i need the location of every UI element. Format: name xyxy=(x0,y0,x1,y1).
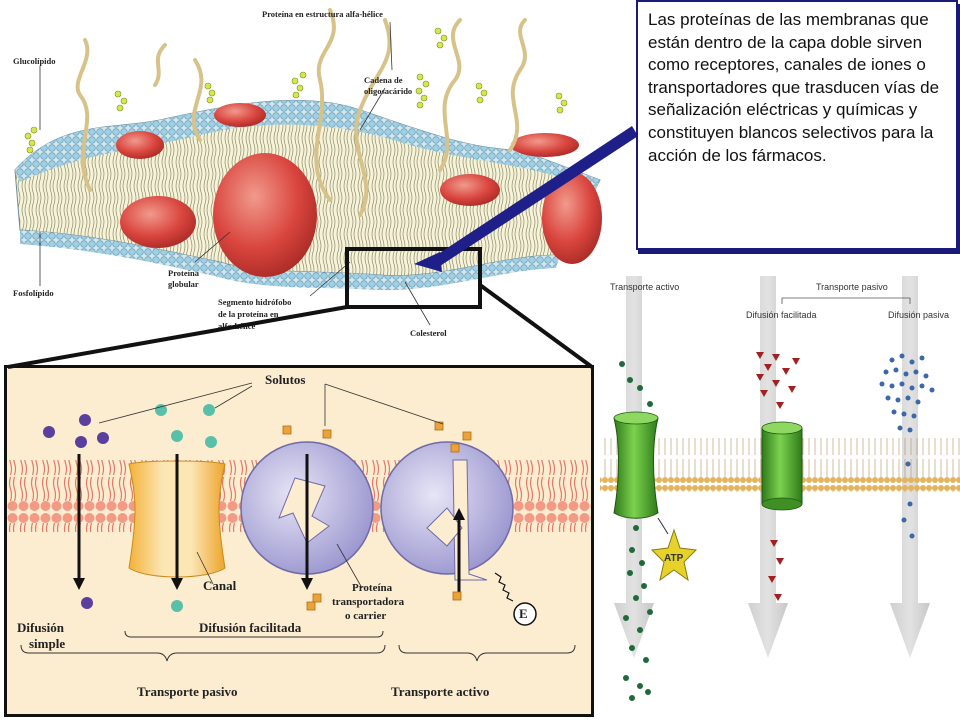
label-globular-protein-1: Proteína xyxy=(168,268,200,278)
label-cholesterol: Colesterol xyxy=(410,328,447,338)
transport-types-drawing xyxy=(600,276,960,701)
label-active-transport: Transporte activo xyxy=(391,684,490,699)
label-carrier-3: o carrier xyxy=(345,610,387,622)
label-alpha-helix-protein: Proteína en estructura alfa-hélice xyxy=(262,9,383,19)
membrane-3d-illustration: Proteína en estructura alfa-hélice Gluco… xyxy=(0,0,640,345)
label-carrier-2: transportadora xyxy=(332,596,405,608)
label-oligosaccharide-2: oligosacárido xyxy=(364,86,413,96)
label-facilitated-diffusion-right: Difusión facilitada xyxy=(746,310,817,320)
label-channel: Canal xyxy=(203,578,237,593)
label-energy: E xyxy=(519,606,528,621)
label-passive-transport-right: Transporte pasivo xyxy=(816,282,888,292)
info-text-box: Las proteínas de las membranas que están… xyxy=(636,0,958,250)
membrane-3d-drawing xyxy=(14,8,602,326)
info-text: Las proteínas de las membranas que están… xyxy=(648,10,940,165)
label-hydrophobic-1: Segmento hidrófobo xyxy=(218,297,292,307)
transport-mechanisms-drawing xyxy=(7,382,591,662)
label-simple-diffusion-2: simple xyxy=(29,636,66,651)
label-globular-protein-2: globular xyxy=(168,279,199,289)
label-hydrophobic-3: alfa-hélice xyxy=(218,321,256,331)
label-passive-diffusion-right: Difusión pasiva xyxy=(888,310,950,320)
label-oligosaccharide-1: Cadena de xyxy=(364,75,403,85)
label-solutes: Solutos xyxy=(265,372,306,387)
label-simple-diffusion-1: Difusión xyxy=(17,620,64,635)
label-glycolipid: Glucolípido xyxy=(13,56,56,66)
label-carrier-1: Proteína xyxy=(352,582,393,594)
label-facilitated-diffusion: Difusión facilitada xyxy=(199,620,302,635)
label-phospholipid: Fosfolípido xyxy=(13,288,54,298)
label-hydrophobic-2: de la proteína en xyxy=(218,309,279,319)
label-atp: ATP xyxy=(664,553,684,564)
transport-types-diagram: Transporte activo Transporte pasivo Difu… xyxy=(596,268,960,720)
label-passive-transport: Transporte pasivo xyxy=(137,684,238,699)
label-active-transport-right: Transporte activo xyxy=(610,282,680,292)
transport-mechanisms-diagram: Solutos Canal Proteína transportadora o … xyxy=(4,365,594,717)
